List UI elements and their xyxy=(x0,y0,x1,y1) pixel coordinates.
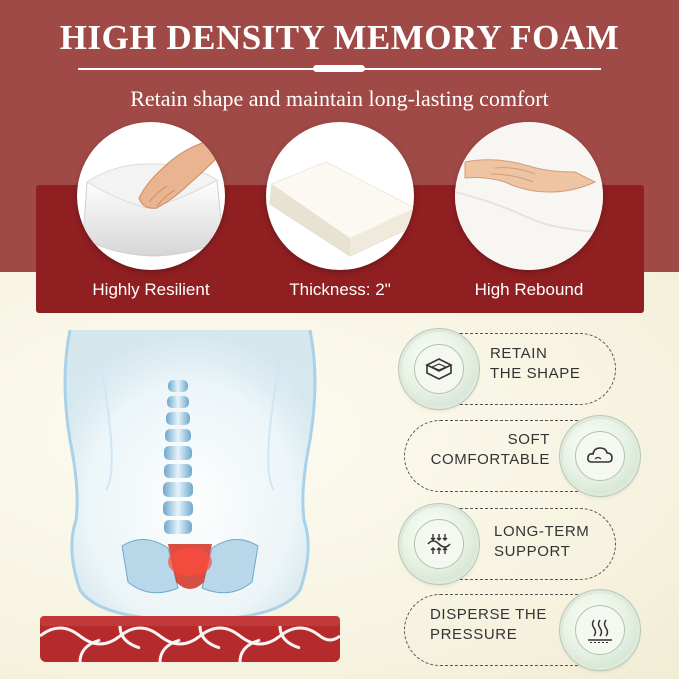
cloud-icon xyxy=(587,447,613,463)
benefit-badge-soft xyxy=(563,419,637,493)
benefit-line1-retain: RETAIN xyxy=(490,345,548,362)
page-title: HIGH DENSITY MEMORY FOAM xyxy=(59,18,620,57)
benefit-text-pressure: DISPERSE THE PRESSURE xyxy=(430,605,547,645)
hand-rebound-illustration xyxy=(455,122,603,270)
spine-illustration xyxy=(63,329,317,622)
feature-label-thickness: Thickness: 2" xyxy=(289,280,391,299)
feature-image-thickness xyxy=(266,122,414,270)
benefit-line2-soft: COMFORTABLE xyxy=(430,451,550,468)
feature-label-resilient: Highly Resilient xyxy=(92,280,210,299)
benefit-badge-retain xyxy=(402,332,476,406)
benefit-text-soft: SOFT COMFORTABLE xyxy=(414,430,550,470)
benefit-badge-support xyxy=(402,507,476,581)
benefit-text-support: LONG-TERM SUPPORT xyxy=(494,522,589,562)
compression-arrows-icon xyxy=(427,534,451,554)
benefit-badge-pressure xyxy=(563,593,637,667)
title-divider-ornament xyxy=(313,65,365,72)
benefit-text-retain: RETAIN THE SHAPE xyxy=(490,344,580,384)
benefit-line1-soft: SOFT xyxy=(507,431,550,448)
benefit-line2-support: SUPPORT xyxy=(494,543,571,560)
benefit-line2-pressure: PRESSURE xyxy=(430,626,518,643)
foam-press-illustration xyxy=(82,141,224,257)
seat-cushion xyxy=(40,616,340,663)
benefit-line1-pressure: DISPERSE THE xyxy=(430,606,547,623)
heat-waves-icon xyxy=(588,619,612,643)
page-subtitle: Retain shape and maintain long-lasting c… xyxy=(130,86,549,111)
feature-label-rebound: High Rebound xyxy=(474,280,584,299)
feature-image-rebound xyxy=(455,122,603,270)
benefit-line1-support: LONG-TERM xyxy=(494,523,590,540)
vertebrae xyxy=(163,380,193,534)
feature-image-resilient xyxy=(77,122,225,270)
benefit-line2-retain: THE SHAPE xyxy=(490,365,581,382)
foam-slab-illustration xyxy=(269,161,414,257)
layered-box-icon xyxy=(425,358,453,380)
